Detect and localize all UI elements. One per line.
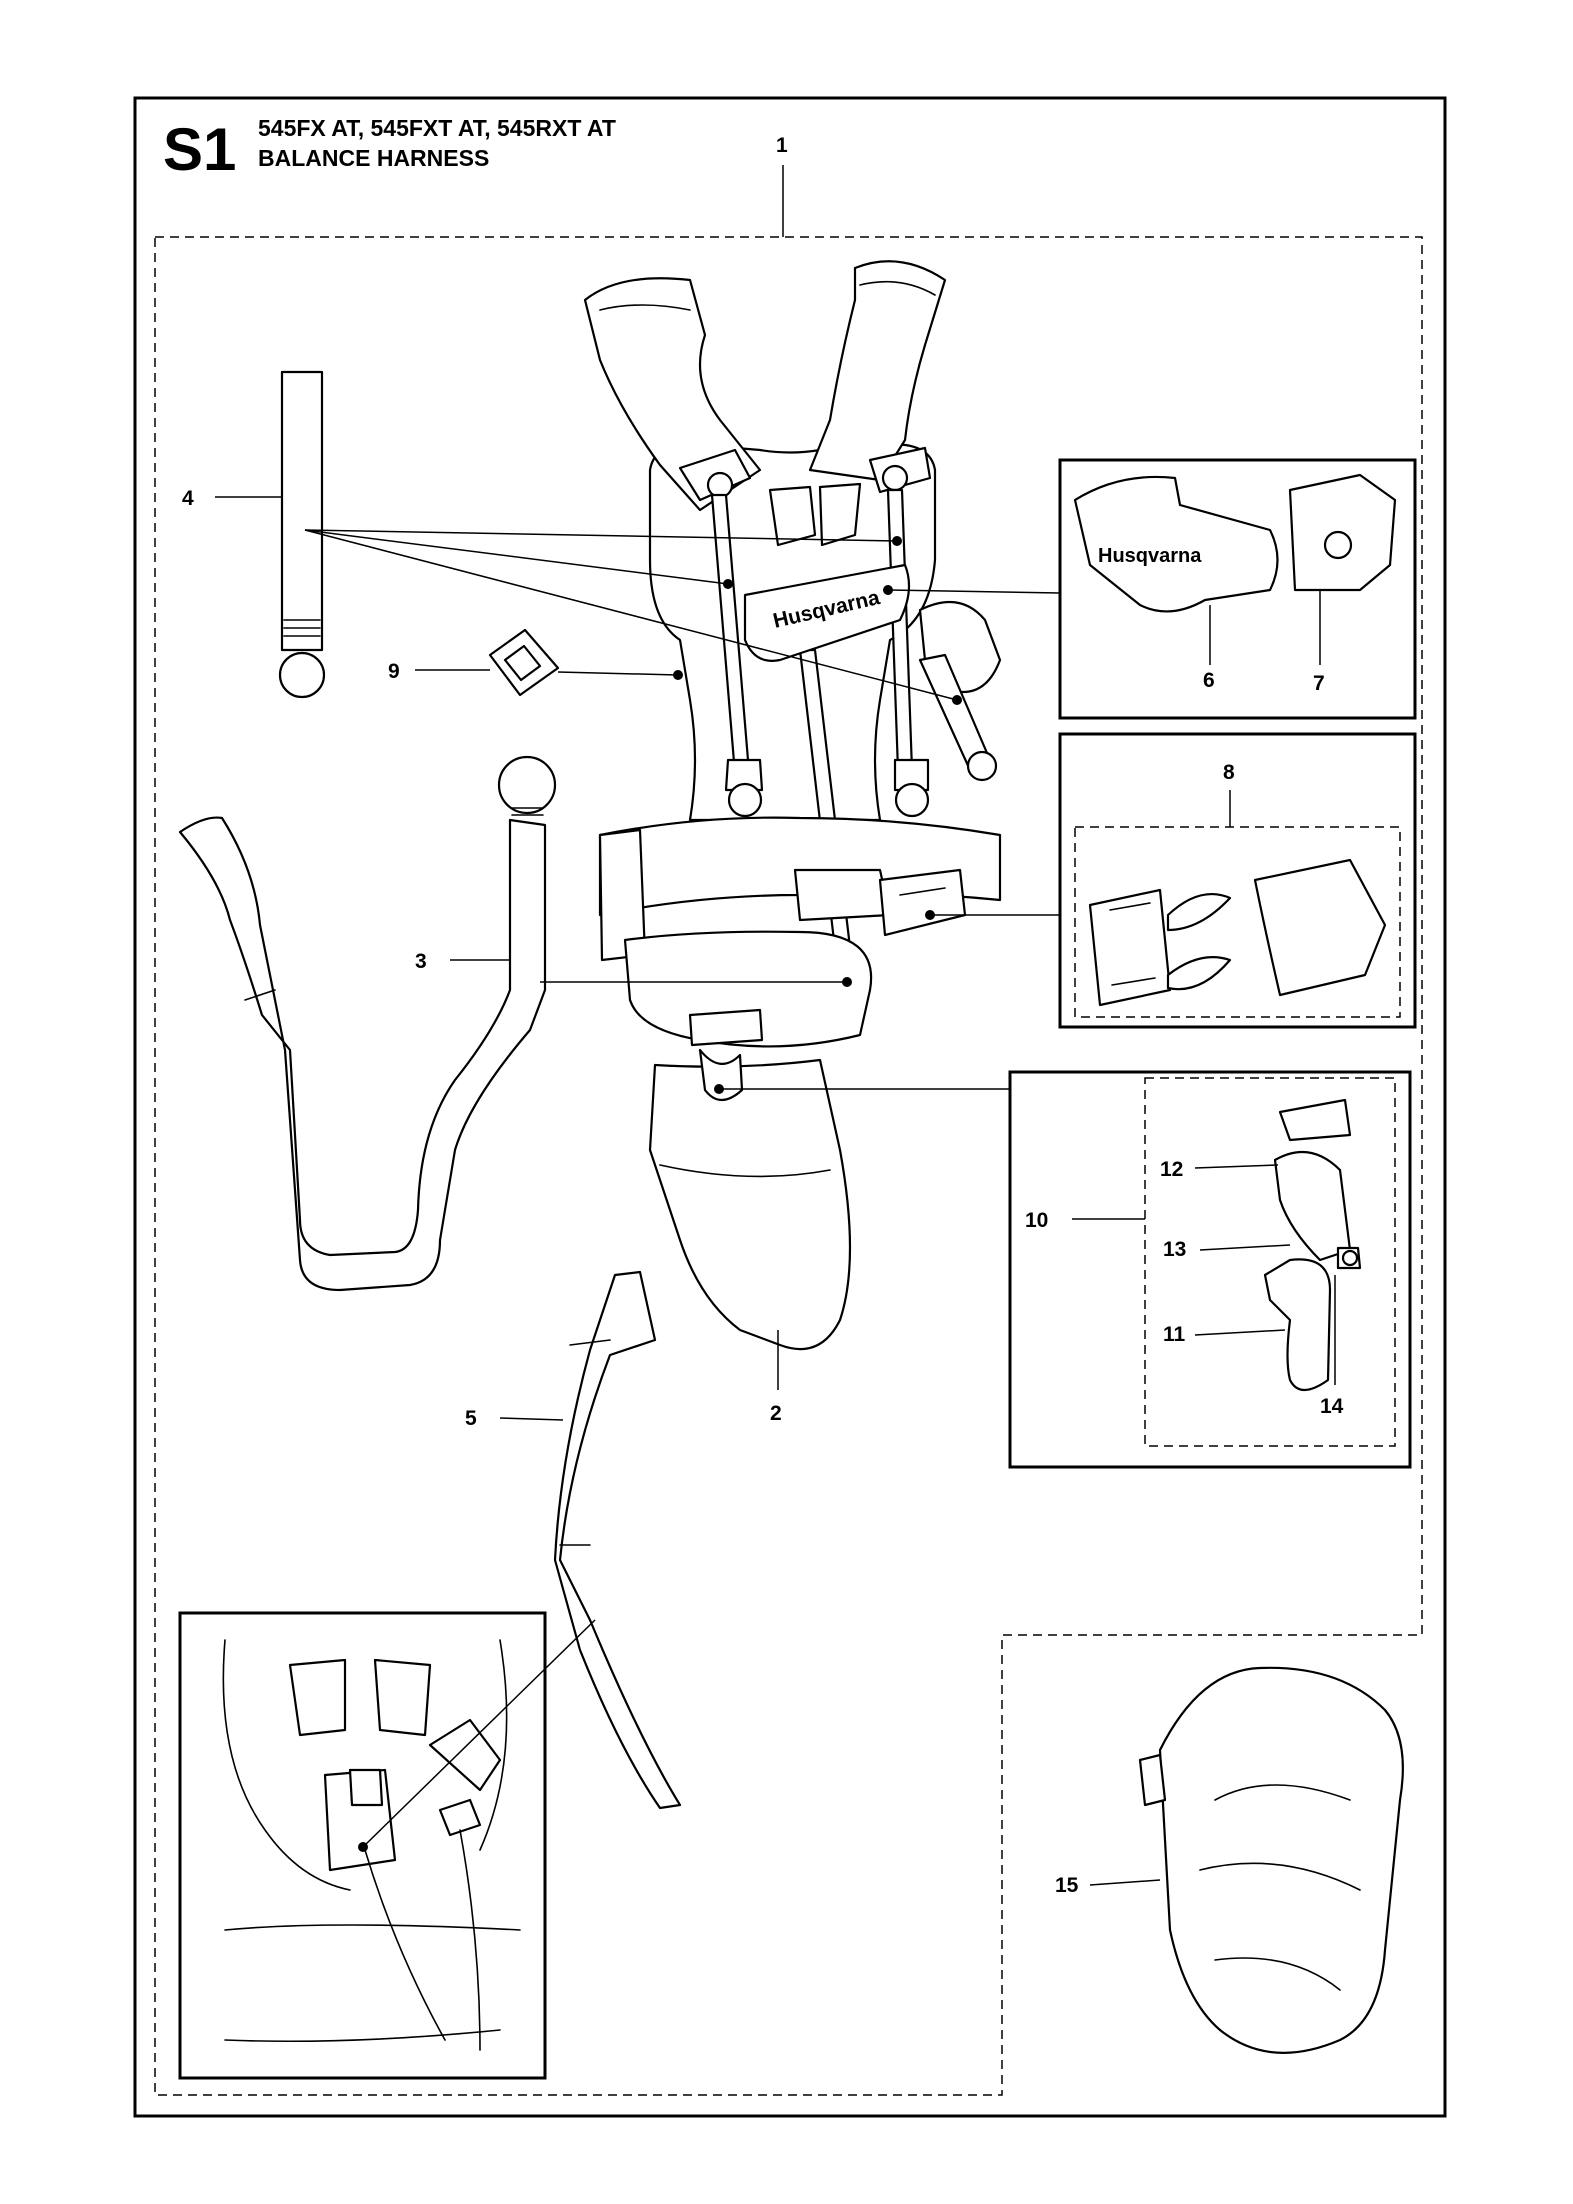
- callout-5: 5: [465, 1407, 477, 1430]
- inset-box-10: [1008, 1070, 1412, 1469]
- left-shoulder-ring: [706, 471, 734, 499]
- section-code: S1: [163, 116, 236, 183]
- inset-10-dashed: [1144, 1077, 1396, 1447]
- hip-belt-buckle: [878, 868, 967, 937]
- callout-6: 6: [1203, 669, 1215, 692]
- part-6-chest-plate: Husqvarna: [1073, 475, 1279, 613]
- callout-1: 1: [776, 134, 788, 157]
- part-3-curved-pad: [178, 755, 557, 1292]
- part-5-curved-strap: [553, 1270, 682, 1810]
- back-pad-vent-right: [818, 482, 862, 547]
- callout-11: 11: [1163, 1323, 1186, 1346]
- right-strap-end-ring: [894, 782, 930, 818]
- callout-13: 13: [1163, 1238, 1186, 1261]
- callout-3: 3: [415, 950, 427, 973]
- part-8-buckle: [1088, 858, 1387, 1007]
- front-apron-seam: [659, 1164, 831, 1178]
- chest-plate: [743, 563, 911, 662]
- back-pad-vent-left: [768, 485, 817, 547]
- callout-10: 10: [1025, 1209, 1048, 1232]
- right-shoulder-ring: [881, 464, 909, 492]
- part-4-strap: [278, 370, 326, 699]
- model-list: 545FX AT, 545FXT AT, 545RXT AT: [258, 115, 616, 141]
- part-3-ring: [497, 755, 557, 815]
- callout-8: 8: [1223, 761, 1235, 784]
- apron-hook: [698, 1048, 744, 1102]
- harness-assembly: Husqvarna: [583, 260, 1002, 1351]
- detail-back-pad-view: [222, 1639, 521, 2051]
- part-9-slide-buckle: [488, 628, 560, 697]
- callout-15: 15: [1055, 1874, 1079, 1897]
- left-pad-seam: [599, 304, 691, 311]
- callout-12: 12: [1160, 1158, 1183, 1181]
- callout-9: 9: [388, 660, 400, 683]
- front-apron: [648, 1058, 852, 1351]
- left-strap-end-ring: [727, 782, 763, 818]
- diagram-title: BALANCE HARNESS: [258, 145, 489, 171]
- hip-belt-buckle-slot: [899, 887, 946, 896]
- right-shoulder-pad: [808, 260, 947, 482]
- inset-8-dashed: [1074, 826, 1401, 1018]
- callout-7: 7: [1313, 672, 1325, 695]
- kit-boundary: [154, 236, 1423, 2096]
- right-strap-end: [893, 758, 930, 792]
- part-10-hook-assembly: [1263, 1098, 1362, 1392]
- svg-text:Husqvarna: Husqvarna: [1098, 545, 1202, 567]
- left-strap-end: [724, 758, 764, 792]
- right-pad-seam: [859, 280, 936, 296]
- apron-hook-mount: [688, 1008, 764, 1047]
- hip-belt-buckle-strap: [793, 868, 892, 922]
- side-strap-ring: [966, 750, 998, 782]
- callout-14: 14: [1320, 1395, 1344, 1418]
- part-7-clip: [1288, 473, 1397, 592]
- part-15-cover-bag: [1138, 1666, 1404, 2054]
- leader-lines: [215, 165, 1336, 1886]
- left-shoulder-pad: [583, 277, 762, 512]
- callout-4: 4: [182, 487, 194, 510]
- leader-dots: [673, 536, 962, 987]
- page-border: [133, 96, 1447, 2118]
- callout-2: 2: [770, 1402, 782, 1425]
- callout-labels: 1 2 3 4 5 6 7 8 9 10 11 12 13 14 15: [182, 134, 1344, 1897]
- lower-back-pad: [623, 930, 873, 1048]
